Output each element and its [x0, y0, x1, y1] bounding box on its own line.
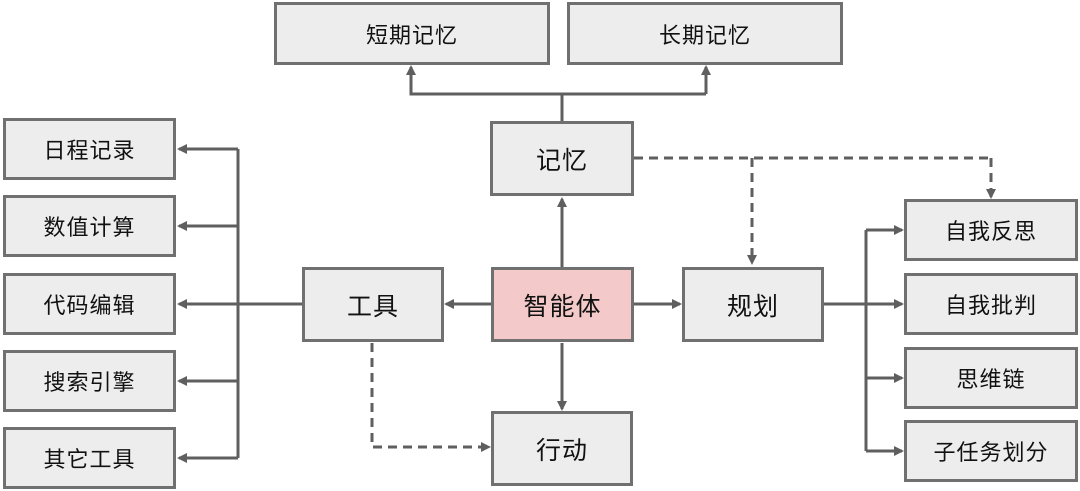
edge-tools-action-dashed — [370, 343, 491, 452]
node-planning-item: 子任务划分 — [904, 420, 1078, 482]
node-planning: 规划 — [682, 267, 824, 342]
node-tool-item: 代码编辑 — [3, 273, 176, 335]
node-planning-item: 思维链 — [904, 347, 1078, 409]
edge-memory-stem — [560, 67, 708, 121]
node-tool-item: 搜索引擎 — [3, 350, 176, 412]
node-short-term-memory: 短期记忆 — [274, 2, 550, 65]
node-tool-item: 日程记录 — [3, 118, 176, 180]
node-planning-item: 自我批判 — [904, 273, 1078, 335]
node-agent: 智能体 — [491, 267, 634, 342]
node-action: 行动 — [491, 411, 633, 486]
node-long-term-memory: 长期记忆 — [567, 2, 843, 65]
edge-memory-short — [406, 65, 562, 96]
node-planning-item: 自我反思 — [904, 199, 1078, 261]
node-tool-item: 数值计算 — [3, 195, 176, 257]
node-memory: 记忆 — [490, 121, 634, 196]
node-tool-item: 其它工具 — [3, 427, 176, 489]
node-tools: 工具 — [302, 267, 444, 342]
